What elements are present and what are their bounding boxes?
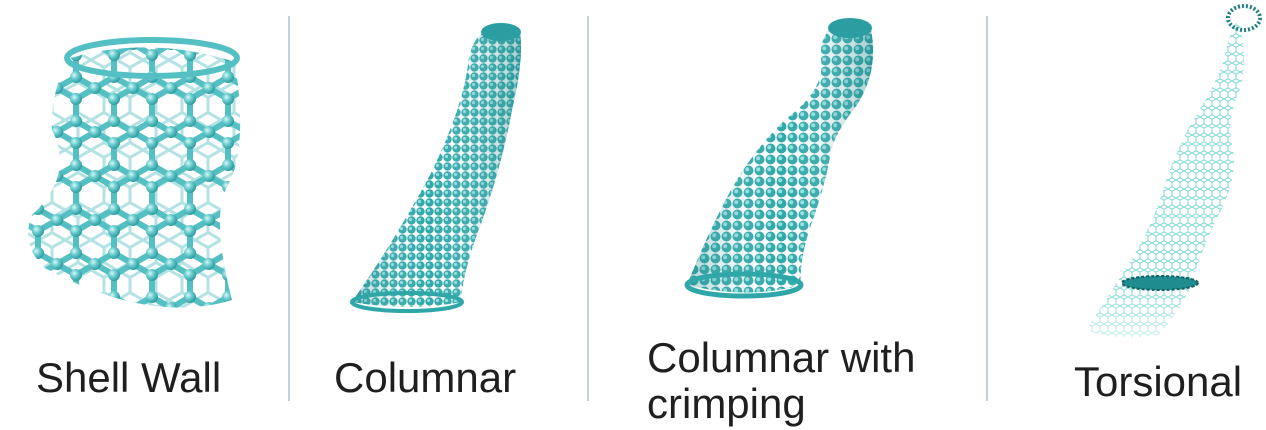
panel-columnar: Columnar [290, 0, 588, 430]
caption-columnar-crimping-line1: Columnar with [647, 332, 915, 384]
caption-shell-wall: Shell Wall [36, 352, 221, 404]
caption-columnar: Columnar [334, 352, 516, 404]
panel-torsional: Torsional [988, 0, 1266, 430]
shell-wall-nanotube-image [0, 0, 290, 330]
caption-columnar-crimping-line2: crimping [647, 378, 806, 430]
columnar-nanotube-image [290, 0, 588, 330]
columnar-crimping-nanotube-image [589, 0, 987, 320]
panel-columnar-crimping: Columnar with crimping [589, 0, 987, 430]
panel-shell-wall: Shell Wall [0, 0, 290, 430]
torsional-nanotube-image [988, 0, 1266, 340]
caption-torsional: Torsional [1074, 356, 1242, 408]
